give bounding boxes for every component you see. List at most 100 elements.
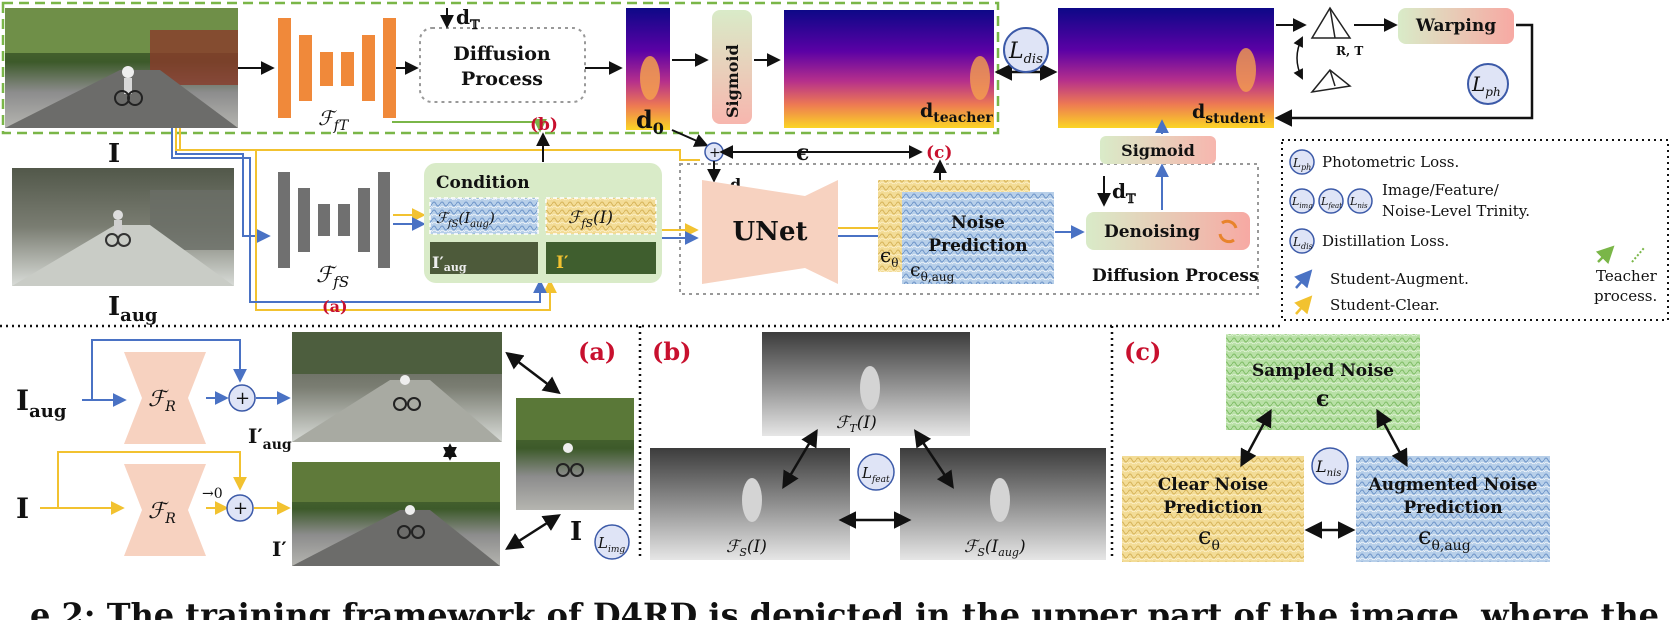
- svg-text:Image/Feature/: Image/Feature/: [1382, 181, 1500, 199]
- diffusion-process-box-student: [679, 163, 1259, 295]
- svg-text:ℱT(I): ℱT(I): [836, 413, 877, 435]
- legend-trinity: Limg Lfeat Lnis Image/Feature/ Noise-Lev…: [1289, 181, 1530, 220]
- svg-text:ℱS(I): ℱS(I): [726, 537, 767, 559]
- l-nis-circle: [1311, 447, 1349, 485]
- panel-c-tag: (c): [1124, 337, 1161, 366]
- svg-text:Student-Clear.: Student-Clear.: [1330, 296, 1440, 314]
- svg-text:Ldis: Ldis: [1292, 235, 1313, 251]
- denoising-label: Denoising: [1104, 222, 1200, 242]
- noise-pred-label-2: Prediction: [928, 236, 1027, 256]
- input-image-clear: [5, 8, 238, 128]
- l-ph-circle: [1467, 63, 1509, 105]
- legend-teacher: Teacher process.: [1594, 245, 1658, 305]
- diffusion-process-label-top: Diffusion: [453, 43, 551, 65]
- svg-text:Lph: Lph: [1292, 156, 1311, 172]
- panel-a-tag: (a): [578, 337, 616, 366]
- sigmoid-label: Sigmoid: [1121, 141, 1195, 160]
- svg-text:ϵθ: ϵθ: [1198, 522, 1220, 554]
- d-teacher-depth-map: [784, 10, 994, 128]
- l-ph-label: Lph: [1471, 72, 1501, 99]
- svg-text:Limg: Limg: [1291, 195, 1313, 210]
- legend-box: [1281, 139, 1669, 321]
- panel-c-clear-noise: [1122, 456, 1304, 562]
- l-feat-circle: [857, 453, 895, 491]
- svg-text:ϵθ,aug: ϵθ,aug: [1418, 522, 1471, 554]
- svg-text:ℱR: ℱR: [148, 387, 176, 415]
- svg-text:Distillation Loss.: Distillation Loss.: [1322, 232, 1449, 250]
- svg-text:Lfeat: Lfeat: [1320, 195, 1342, 210]
- cond-aug-feature: [429, 197, 539, 235]
- svg-text:Prediction: Prediction: [1403, 498, 1502, 518]
- l-img-circle: [594, 524, 630, 560]
- cycle-icon: [1218, 219, 1238, 244]
- diffusion-process-caption: Diffusion Process: [1092, 266, 1259, 286]
- panel-a-image-aug-restored: [292, 332, 502, 442]
- svg-text:Lnis: Lnis: [1349, 195, 1368, 210]
- panel-c-aug-noise: [1356, 456, 1550, 562]
- panel-a-image-clear-restored: [292, 462, 500, 566]
- panel-a-plus-top: [228, 384, 256, 412]
- svg-text:ℱS(Iaug): ℱS(Iaug): [964, 537, 1026, 559]
- input-i-label: I: [108, 139, 120, 169]
- marker-b-top: (b): [530, 115, 558, 135]
- condition-label: Condition: [436, 173, 530, 193]
- svg-text:Clear Noise: Clear Noise: [1158, 475, 1269, 495]
- legend-student-augment: Student-Augment.: [1294, 269, 1469, 289]
- teacher-encoder-label: ℱfT: [318, 106, 350, 134]
- panel-a-plus-bottom: [226, 494, 254, 522]
- panel-c-sampled-noise: [1226, 334, 1420, 430]
- marker-c-top: (c): [926, 143, 952, 163]
- legend-student-clear: Student-Clear.: [1294, 295, 1440, 315]
- panel-a-i-right: I: [570, 517, 582, 547]
- svg-text:Sampled Noise: Sampled Noise: [1252, 361, 1394, 381]
- svg-text:ϵ: ϵ: [1316, 386, 1329, 412]
- svg-text:+: +: [233, 498, 248, 519]
- svg-text:Teacher: Teacher: [1596, 267, 1658, 285]
- warping-box: [1398, 8, 1514, 44]
- warping-label: Warping: [1415, 16, 1496, 36]
- cond-clear-feature-label: ℱfS(I): [568, 208, 613, 230]
- l-dis-circle: [1003, 27, 1049, 73]
- student-encoder-label: ℱfS: [316, 263, 349, 291]
- svg-text:+: +: [235, 388, 250, 409]
- cond-aug-feature-label: ℱfS(Iaug): [436, 209, 495, 230]
- svg-text:Limg: Limg: [597, 534, 625, 555]
- panel-a-fr-bottom: [124, 464, 206, 556]
- svg-text:Photometric Loss.: Photometric Loss.: [1322, 153, 1459, 171]
- denoising-box: [1086, 212, 1250, 250]
- rt-label: R, T: [1336, 44, 1363, 58]
- d-teacher-label: dteacher: [920, 100, 993, 126]
- svg-text:Noise-Level Trinity.: Noise-Level Trinity.: [1382, 202, 1530, 220]
- noise-pred-label-1: Noise: [951, 213, 1005, 233]
- panel-a-iaug: Iaug: [16, 384, 67, 422]
- panel-a-i-prime: I′: [272, 537, 287, 561]
- svg-text:Augmented Noise: Augmented Noise: [1368, 475, 1538, 495]
- teacher-encoder: [278, 18, 396, 118]
- panel-a-image-target: [516, 398, 634, 510]
- input-image-augmented: [12, 168, 234, 286]
- d-t-mid: d𝕋: [1112, 179, 1136, 207]
- eps-theta-aug-label: ϵθ,aug: [910, 259, 955, 284]
- svg-text:Prediction: Prediction: [1163, 498, 1262, 518]
- panel-a-iaug-prime: I′aug: [248, 424, 292, 453]
- cond-clear-feature: [545, 197, 657, 235]
- cond-aug-image-label: I′aug: [432, 253, 467, 274]
- legend-photometric: Lph Photometric Loss.: [1289, 149, 1459, 175]
- panel-a-to-zero: →0: [202, 486, 223, 502]
- panel-a-i: I: [16, 492, 29, 525]
- sigmoid-box: [1100, 136, 1216, 164]
- svg-text:+: +: [709, 145, 721, 161]
- svg-text:process.: process.: [1594, 287, 1657, 305]
- diffusion-process-box-top: [419, 27, 586, 103]
- marker-a-top: (a): [322, 297, 348, 316]
- input-iaug-label: Iaug: [108, 292, 158, 326]
- diffusion-process-label-top-2: Process: [461, 68, 543, 90]
- unet-block: [702, 180, 805, 284]
- svg-text:Lnis: Lnis: [1315, 457, 1341, 479]
- student-encoder: [278, 172, 390, 268]
- noise-pred-aug: [902, 192, 1054, 284]
- l-dis-label: Ldis: [1008, 39, 1043, 67]
- svg-text:Student-Augment.: Student-Augment.: [1330, 270, 1469, 288]
- cond-clear-image: [546, 242, 656, 274]
